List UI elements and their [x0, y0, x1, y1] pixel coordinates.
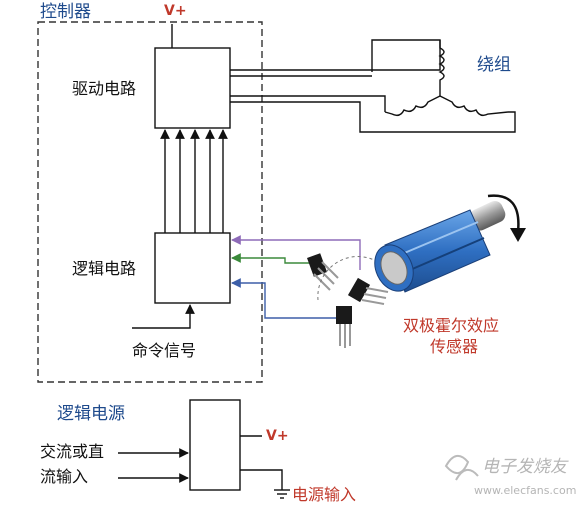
drive-circuit-label: 驱动电路 — [72, 79, 137, 98]
logic-circuit-box — [154, 232, 231, 304]
rotation-arrow — [487, 194, 520, 233]
command-signal-arrow — [132, 304, 195, 329]
vplus-top-label: V+ — [164, 3, 187, 19]
command-signal-label: 命令信号 — [132, 341, 197, 360]
drive-circuit-box — [154, 47, 231, 129]
hall-wire-green — [231, 253, 312, 264]
logic-circuit-label: 逻辑电路 — [72, 259, 137, 278]
vplus-power-label: V+ — [266, 428, 289, 444]
hall-sensor-label-2: 传感器 — [430, 337, 479, 356]
hall-sensor-label-1: 双极霍尔效应 — [403, 316, 500, 335]
windings-label: 绕组 — [477, 55, 511, 75]
power-input-label: 电源输入 — [292, 485, 357, 504]
ground-icon — [274, 489, 290, 499]
ac-dc-input-label-2: 流输入 — [40, 467, 89, 486]
watermark-logo-icon — [444, 455, 479, 481]
hall-wire-purple — [231, 235, 361, 270]
drive-output-wires — [230, 39, 516, 133]
control-arrows — [160, 129, 228, 233]
controller-label: 控制器 — [40, 2, 91, 22]
controller-frame — [37, 21, 263, 383]
sensor-ring-arc — [317, 256, 379, 301]
logic-power-box — [189, 399, 241, 491]
ac-dc-input-label-1: 交流或直 — [40, 442, 105, 461]
hall-sensor-3 — [336, 306, 352, 348]
hall-sensor-2 — [347, 277, 389, 305]
rotation-arrowhead — [510, 228, 526, 242]
logic-power-label: 逻辑电源 — [57, 404, 125, 424]
windings-coils — [384, 40, 509, 117]
hall-sensor-1 — [307, 253, 339, 291]
ground-wire — [240, 469, 283, 490]
watermark-text: 电子发烧友 — [482, 457, 567, 477]
rotor — [374, 201, 506, 293]
watermark-url: www.elecfans.com — [474, 484, 577, 497]
hall-wire-blue — [231, 278, 340, 319]
